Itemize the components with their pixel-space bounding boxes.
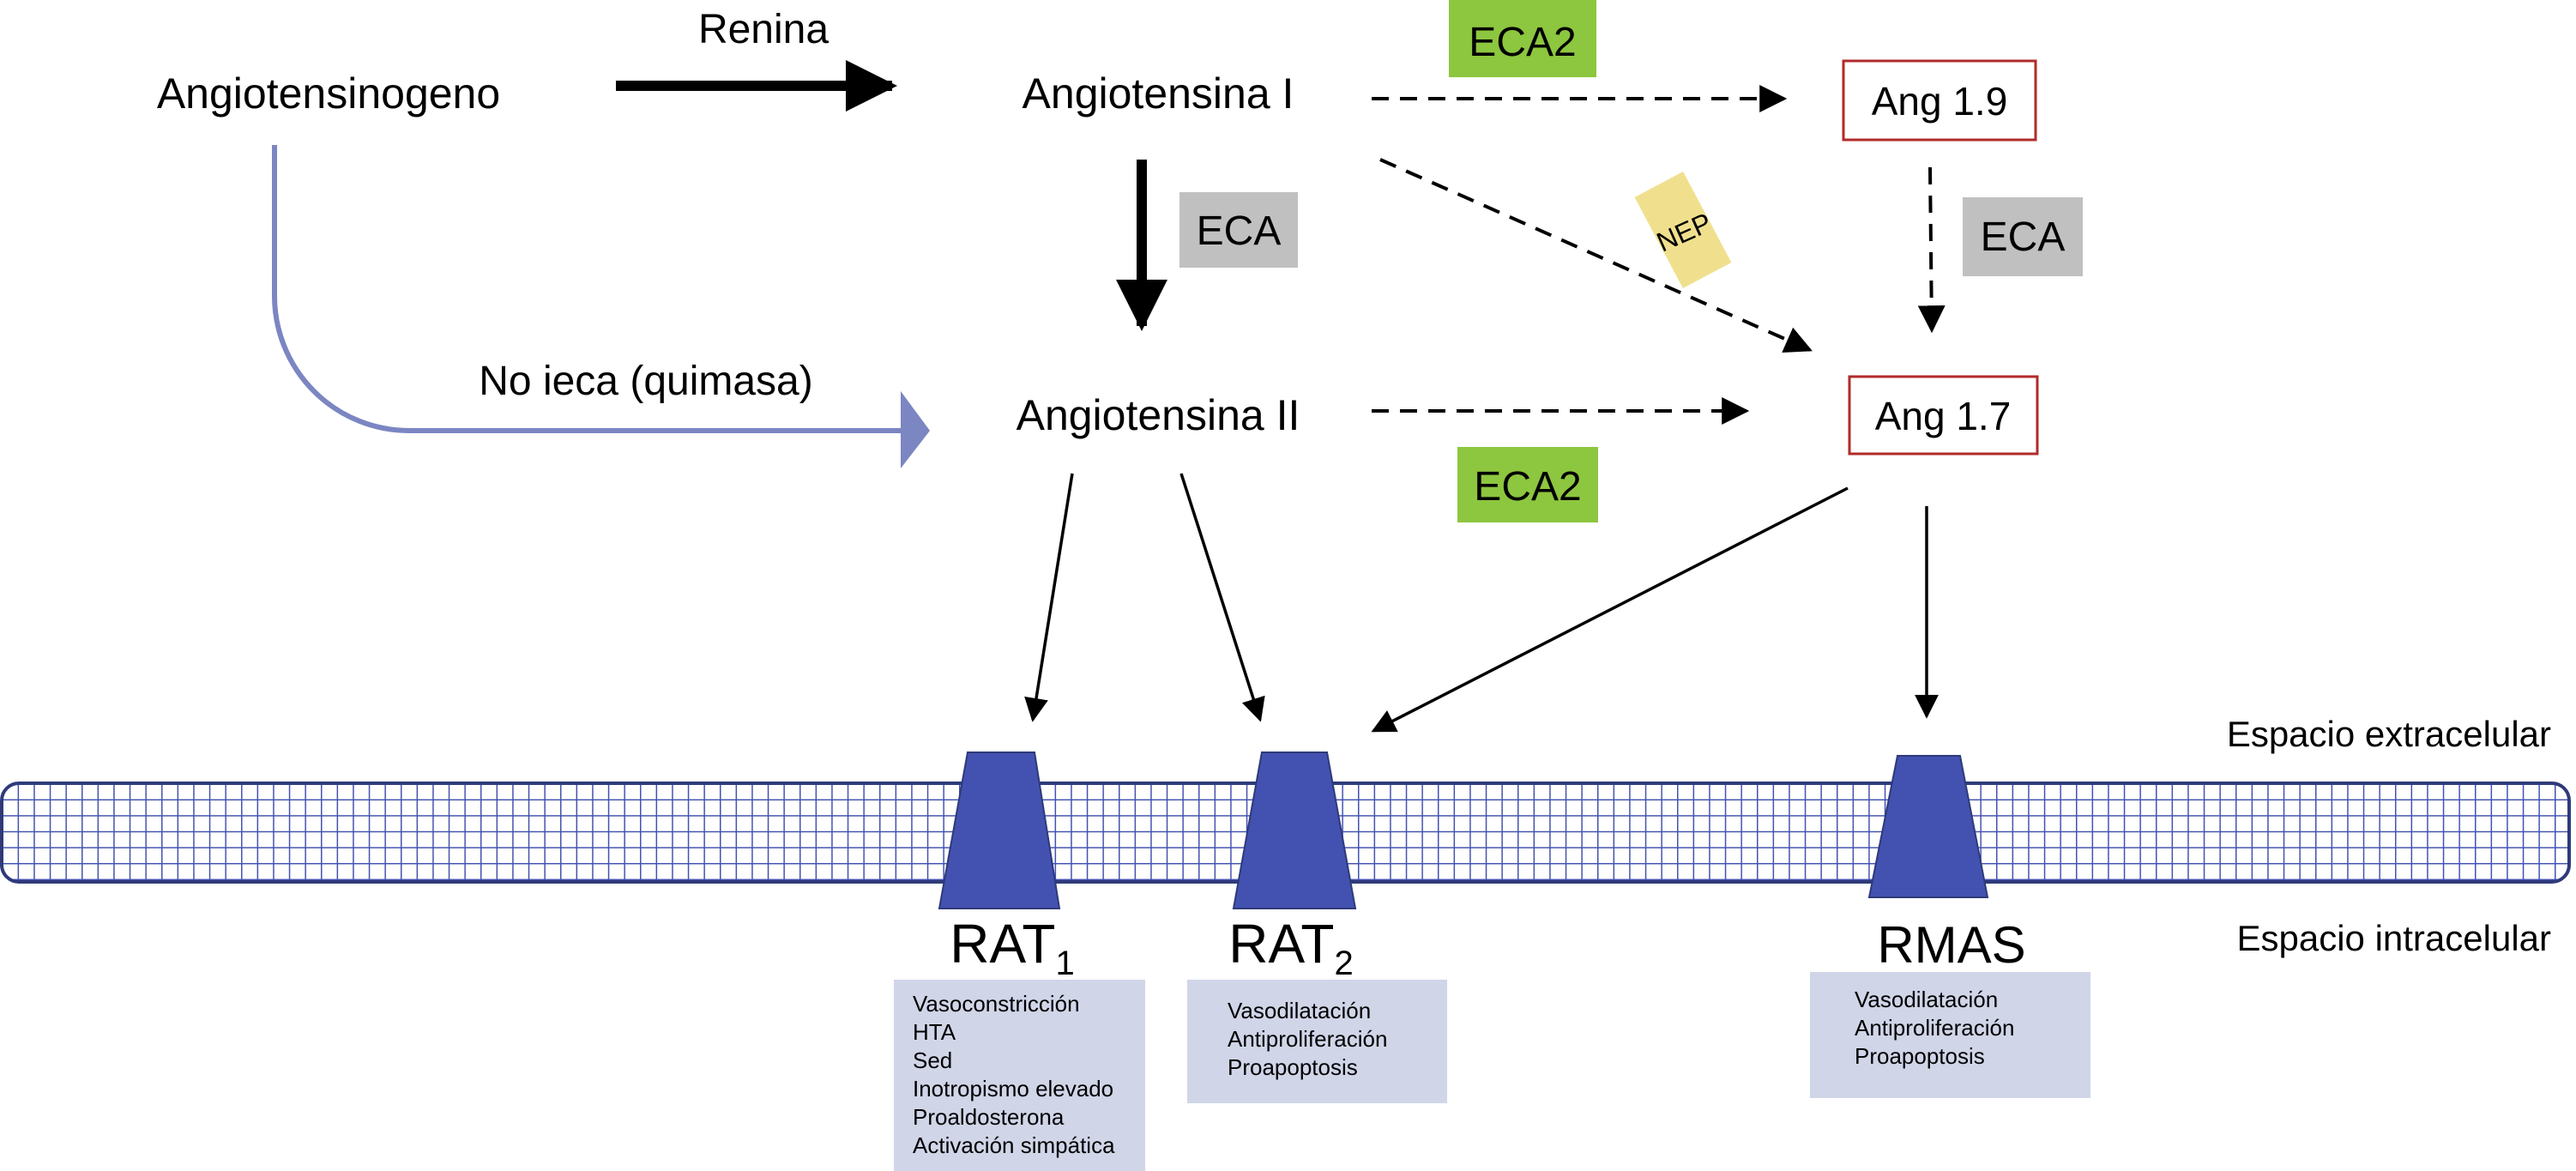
rat2-receptor <box>1232 751 1357 909</box>
ang-1-7-box <box>1848 375 2039 456</box>
rat1-receptor <box>938 751 1061 909</box>
rat2-label: RAT2 <box>1228 913 1354 982</box>
renin-label: Renina <box>698 7 829 52</box>
extracellular-label: Espacio extracelular <box>2227 714 2551 754</box>
rat2-effects-box: Vasodilatación Antiproliferación Proapop… <box>1187 980 1447 1103</box>
angiotensin-2-label: Angiotensina II <box>1017 391 1300 439</box>
angiotensin-1-label: Angiotensina I <box>1023 69 1294 118</box>
effect-item: Proaldosterona <box>913 1104 1065 1130</box>
chymase-arrowhead <box>901 391 930 468</box>
effect-item: Sed <box>913 1047 952 1073</box>
rat1-label: RAT1 <box>950 913 1075 982</box>
nep-tag <box>1634 172 1732 288</box>
rmas-receptor <box>1867 755 1989 898</box>
effect-item: Antiproliferación <box>1228 1026 1387 1052</box>
eca2-top-label: ECA2 <box>1469 20 1576 65</box>
rat1-effects-box: Vasoconstricción HTA Sed Inotropismo ele… <box>894 980 1145 1171</box>
ang-1-9-label: Ang 1.9 <box>1872 79 2008 124</box>
eca2-top-box <box>1449 0 1596 77</box>
eca-right-box <box>1963 197 2083 276</box>
eca-left-label: ECA <box>1197 208 1282 254</box>
effect-item: Proapoptosis <box>1228 1054 1358 1080</box>
effect-item: Inotropismo elevado <box>913 1076 1113 1102</box>
effect-item: Vasodilatación <box>1228 998 1371 1023</box>
eca-left-box <box>1179 192 1298 268</box>
intracellular-label: Espacio intracelular <box>2236 918 2551 958</box>
chymase-label: No ieca (quimasa) <box>479 359 812 404</box>
angiotensinogen-label: Angiotensinogeno <box>157 69 500 118</box>
eca2-bottom-box <box>1457 447 1598 522</box>
rmas-effects-box: Vasodilatación Antiproliferación Proapop… <box>1810 972 2090 1098</box>
eca2-bottom-label: ECA2 <box>1474 464 1581 510</box>
ang-1-9-box <box>1842 59 2037 142</box>
ang-1-7-label: Ang 1.7 <box>1875 394 2012 438</box>
effect-item: Antiproliferación <box>1855 1015 2014 1041</box>
ang1-to-ang17-arrow <box>1379 158 1813 353</box>
effect-item: Vasoconstricción <box>913 991 1080 1017</box>
effect-item: Proapoptosis <box>1855 1043 1985 1069</box>
effect-item: Vasodilatación <box>1855 987 1998 1012</box>
ang19-to-ang17-arrow <box>1917 166 1946 334</box>
ang2-to-rat1-arrow <box>1024 473 1074 722</box>
effect-item: HTA <box>913 1019 956 1045</box>
effect-item: Activación simpática <box>913 1132 1115 1158</box>
ang17-to-rat2-arrow <box>1371 486 1849 733</box>
ang2-to-rat2-arrow <box>1179 473 1265 722</box>
chymase-path <box>272 145 905 433</box>
eca-right-label: ECA <box>1981 214 2066 260</box>
rmas-label: RMAS <box>1877 916 2025 974</box>
